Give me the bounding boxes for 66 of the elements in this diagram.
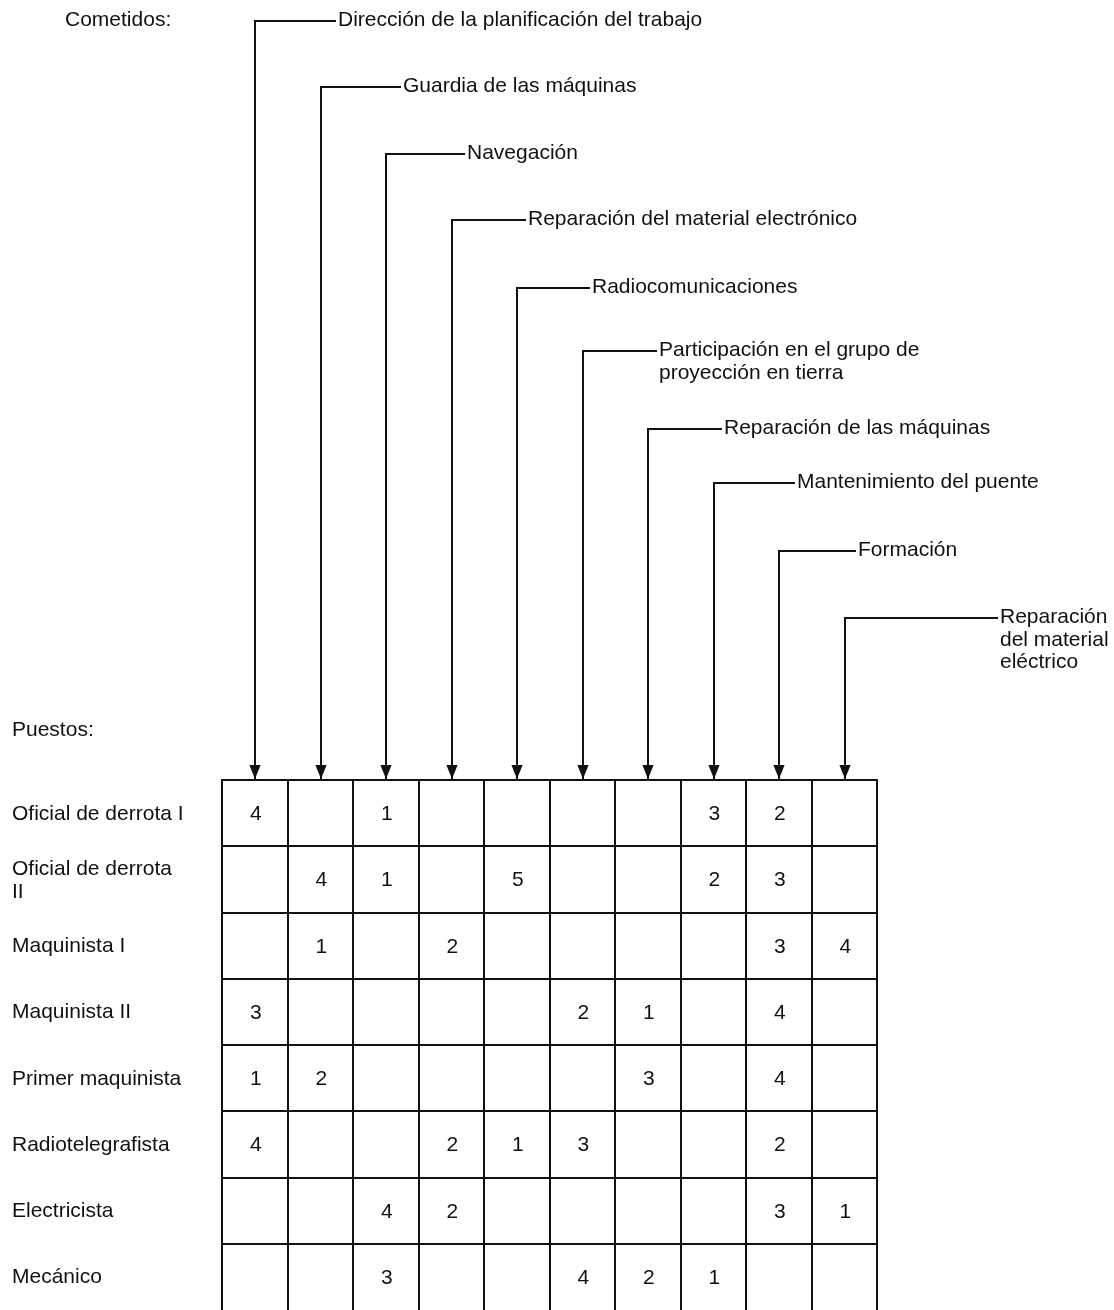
cell-value: 2	[576, 1000, 591, 1022]
leader-arrow	[577, 350, 658, 780]
row-label: Oficial de derrota I	[12, 801, 184, 825]
cell-value: 3	[641, 1067, 656, 1089]
section-heading: Cometidos:	[65, 8, 172, 31]
cell-value: 1	[248, 1067, 263, 1089]
cell-value: 4	[576, 1265, 591, 1287]
row-label: Electricista	[12, 1199, 114, 1222]
cell-value: 4	[379, 1199, 394, 1221]
task-label: Radiocomunicaciones	[592, 275, 798, 298]
row-label: Primer maquinista	[12, 1066, 182, 1090]
task-label: Dirección de la planificación del trabajo	[338, 8, 703, 31]
cell-value: 5	[510, 868, 525, 890]
leader-arrow	[315, 86, 402, 780]
leader-arrow	[773, 550, 857, 780]
leader-arrow	[511, 287, 591, 780]
row-label: Maquinista II	[12, 1000, 132, 1024]
task-label: Mantenimiento del puente	[797, 470, 1039, 493]
task-label: Guardia de las máquinas	[403, 74, 637, 97]
row-label: Oficial de derrota II	[12, 856, 173, 903]
row-label: Mecánico	[12, 1265, 102, 1289]
cell-value: 3	[248, 1000, 263, 1022]
cell-value: 1	[379, 802, 394, 824]
task-label: Reparación del material eléctrico	[1000, 605, 1112, 673]
cell-value: 4	[838, 934, 853, 956]
task-label: Navegación	[467, 141, 578, 164]
table-column	[810, 779, 878, 1310]
cell-value: 2	[314, 1067, 329, 1089]
cell-value: 2	[772, 1133, 787, 1155]
task-label: Reparación del material electrónico	[528, 207, 858, 230]
cell-value: 4	[772, 1000, 787, 1022]
cell-value: 2	[445, 1199, 460, 1221]
cell-value: 4	[248, 1133, 263, 1155]
row-label: Radiotelegrafista	[12, 1132, 170, 1156]
table-column	[221, 779, 289, 1310]
cell-value: 1	[838, 1199, 853, 1221]
cell-value: 4	[314, 868, 329, 890]
leader-arrow	[708, 482, 796, 780]
cell-value: 2	[772, 802, 787, 824]
leader-arrow	[642, 428, 723, 780]
cell-value: 3	[772, 1199, 787, 1221]
cell-value: 1	[707, 1265, 722, 1287]
row-label: Maquinista I	[12, 934, 126, 957]
cell-value: 3	[772, 868, 787, 890]
cell-value: 2	[641, 1265, 656, 1287]
cell-value: 4	[248, 802, 263, 824]
cell-value: 1	[641, 1000, 656, 1022]
leader-arrow	[446, 219, 527, 780]
cell-value: 4	[772, 1067, 787, 1089]
leader-arrow	[839, 617, 999, 780]
cell-value: 2	[707, 868, 722, 890]
cell-value: 1	[314, 934, 329, 956]
cell-value: 2	[445, 1133, 460, 1155]
cell-value: 3	[576, 1133, 591, 1155]
task-label: Reparación de las máquinas	[724, 416, 991, 439]
leader-arrow	[380, 153, 466, 780]
cell-value: 3	[707, 802, 722, 824]
cell-value: 1	[510, 1133, 525, 1155]
section-heading: Puestos:	[12, 718, 94, 741]
leader-arrow	[249, 20, 337, 780]
cell-value: 2	[445, 934, 460, 956]
cell-value: 1	[379, 868, 394, 890]
cell-value: 3	[379, 1265, 394, 1287]
cell-value: 3	[772, 934, 787, 956]
task-label: Formación	[858, 538, 958, 561]
task-label: Participación en el grupo de proyección en tierra	[659, 338, 939, 384]
